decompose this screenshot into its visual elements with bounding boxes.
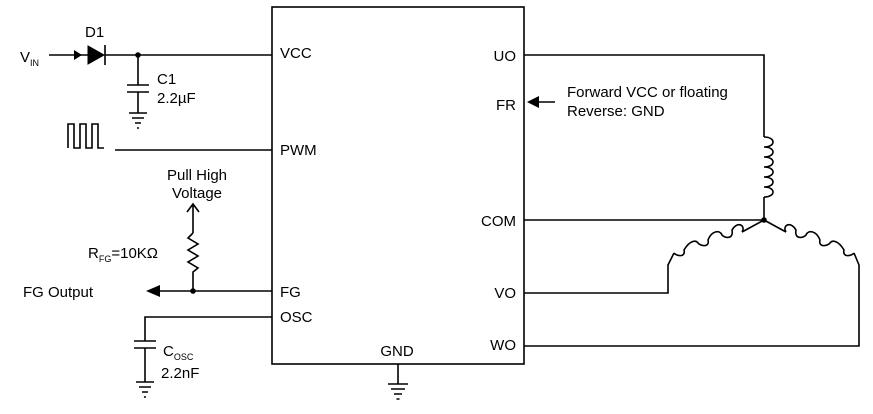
fr-note-line2: Reverse: GND	[567, 103, 665, 120]
v-coil	[673, 223, 744, 257]
fg-output-arrowhead	[146, 285, 160, 297]
pin-vo-label: VO	[494, 285, 516, 302]
pwm-pulse-icon	[67, 123, 104, 149]
pin-gnd-label: GND	[380, 343, 414, 360]
diode-d1-symbol	[87, 45, 106, 65]
vin-arrowhead	[74, 50, 82, 60]
cosc-capacitor-symbol	[134, 316, 272, 398]
pin-pwm-label: PWM	[280, 142, 317, 159]
w-coil-lead	[763, 219, 787, 233]
cosc-name-label: COSC	[163, 343, 194, 362]
pin-vcc-label: VCC	[280, 45, 312, 62]
ic-ground-symbol	[388, 364, 408, 400]
pin-fr-label: FR	[496, 97, 516, 114]
pin-com-label: COM	[481, 213, 516, 230]
fr-note-line1: Forward VCC or floating	[567, 84, 728, 101]
diode-d1-label: D1	[85, 24, 104, 41]
c1-capacitor-symbol	[127, 55, 149, 129]
pull-high-line2: Voltage	[172, 185, 222, 202]
c1-value-label: 2.2µF	[157, 90, 196, 107]
pull-high-line1: Pull High	[167, 167, 227, 184]
fg-output-label: FG Output	[23, 284, 94, 301]
cosc-value-label: 2.2nF	[161, 365, 199, 382]
w-coil	[784, 223, 855, 257]
vo-wire	[524, 252, 675, 294]
c1-name-label: C1	[157, 71, 176, 88]
vin-label: VIN	[20, 49, 39, 68]
pin-uo-label: UO	[494, 48, 517, 65]
rfg-resistor-symbol	[186, 232, 200, 291]
uo-wire	[524, 54, 765, 137]
pull-high-arrow	[186, 202, 200, 233]
pin-fg-label: FG	[280, 284, 301, 301]
u-coil	[763, 136, 774, 198]
rfg-label: RFG=10KΩ	[88, 245, 158, 264]
wo-wire	[524, 252, 860, 347]
v-coil-lead	[741, 219, 765, 233]
pin-osc-label: OSC	[280, 309, 313, 326]
fr-arrowhead	[527, 96, 539, 108]
pin-wo-label: WO	[490, 337, 516, 354]
fg-junction	[190, 288, 196, 294]
